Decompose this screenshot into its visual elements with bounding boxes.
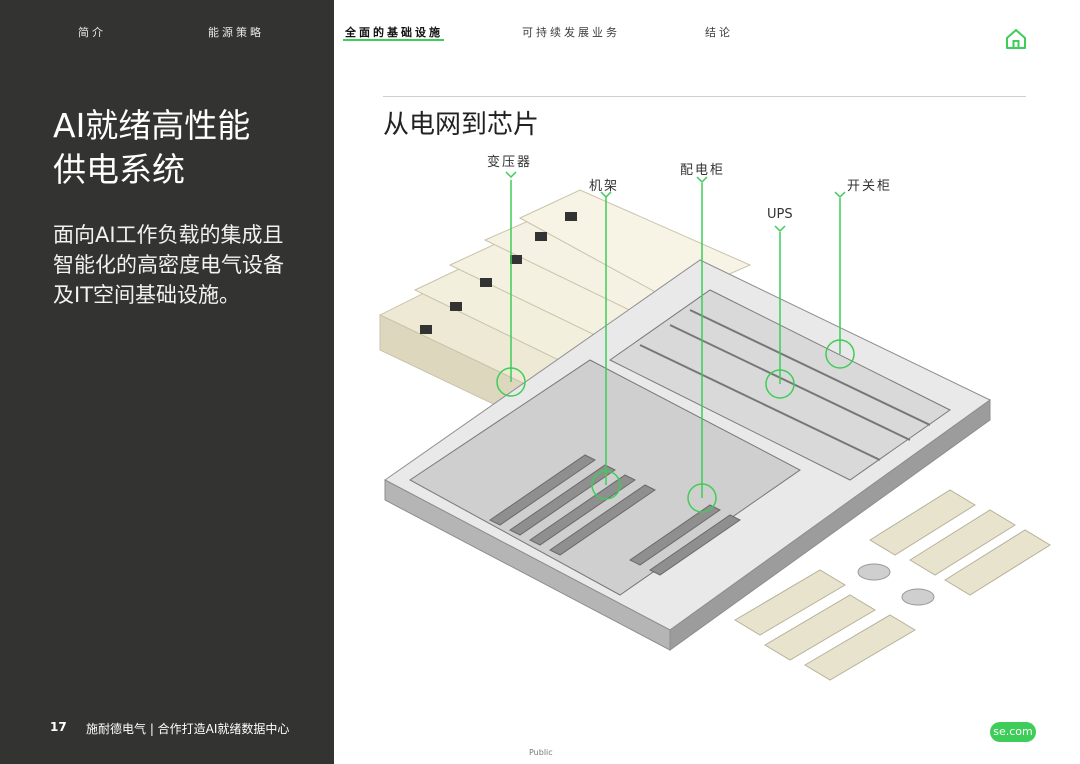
chiller-units [734, 489, 1051, 681]
nav-active-underline [343, 39, 444, 41]
hero-subtitle-line: 及IT空间基础设施。 [53, 283, 241, 307]
left-panel [0, 0, 334, 764]
chevron-down-icon [505, 171, 846, 233]
section-title: 从电网到芯片 [383, 110, 540, 140]
label-ups: UPS [767, 207, 793, 222]
nav-item-intro[interactable]: 简介 [78, 26, 106, 39]
label-switchgear: 开关柜 [847, 179, 893, 194]
hero-subtitle-line: 智能化的高密度电气设备 [53, 253, 284, 277]
hero-subtitle: 面向AI工作负载的集成且 智能化的高密度电气设备 及IT空间基础设施。 [53, 220, 313, 310]
label-transformer: 变压器 [487, 155, 533, 170]
nav-item-infrastructure[interactable]: 全面的基础设施 [345, 26, 443, 39]
hero-title-line: AI就绪高性能 [53, 106, 251, 145]
callout-lines [496, 180, 855, 513]
footer-text: 施耐德电气 | 合作打造AI就绪数据中心 [86, 722, 290, 736]
nav-item-conclusion[interactable]: 结论 [705, 26, 733, 39]
hero-title: AI就绪高性能 供电系统 [53, 104, 323, 192]
section-divider [383, 96, 1026, 97]
hero-title-line: 供电系统 [53, 150, 185, 189]
data-center-drawing [378, 171, 1051, 681]
home-icon[interactable] [1005, 28, 1027, 50]
nav-item-energy-strategy[interactable]: 能源策略 [208, 26, 264, 39]
classification-label: Public [529, 748, 553, 757]
label-pdu: 配电柜 [680, 163, 726, 178]
page-number: 17 [50, 720, 67, 734]
data-center-illustration: 变压器 机架 配电柜 UPS 开关柜 [370, 150, 1080, 730]
nav-item-sustainability[interactable]: 可持续发展业务 [522, 26, 620, 39]
main-building [384, 259, 991, 651]
hero-subtitle-line: 面向AI工作负载的集成且 [53, 223, 284, 247]
brand-link[interactable]: se.com [990, 722, 1036, 742]
label-rack: 机架 [589, 179, 620, 194]
